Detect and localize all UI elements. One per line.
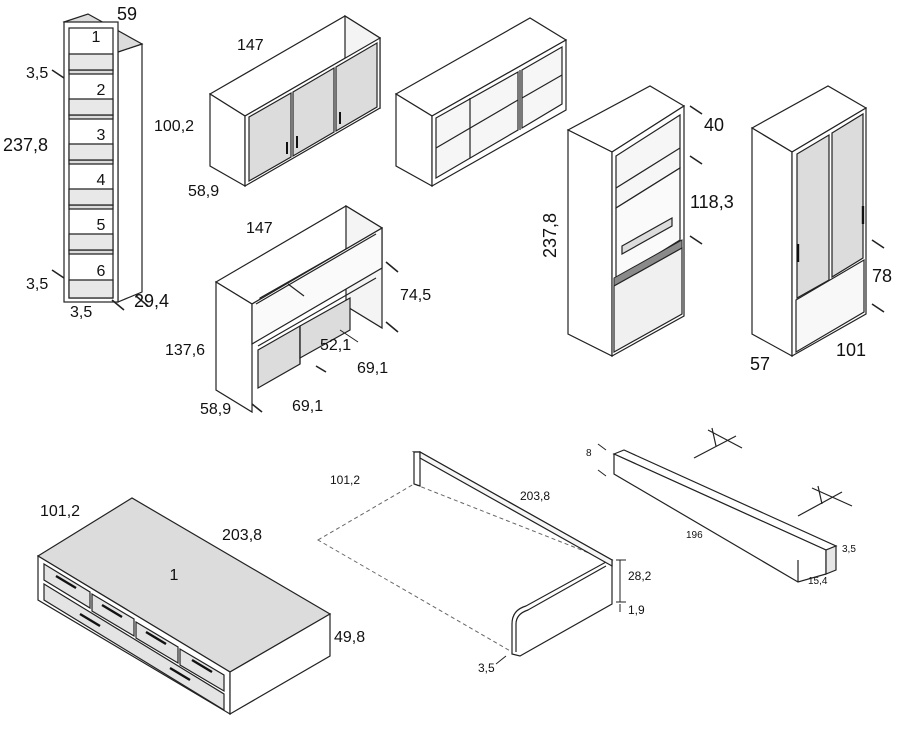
desk-dim-c-label: 69,1	[357, 360, 388, 377]
desk-dim-d-label: 69,1	[292, 398, 323, 415]
wall-cabinet-height-label: 100,2	[154, 118, 194, 135]
bed-frame-drawing: 101,2 203,8 28,2 1,9 3,5	[317, 450, 652, 675]
shelf-bracket-bottom	[797, 485, 853, 517]
bed-base-drawing: 1 101,2 203,8 49,8	[36, 497, 365, 716]
wardrobe-base-height-label: 78	[872, 266, 892, 286]
desk-drawing: 147 137,6 58,9 74,5 52,1 69,1 69,1	[165, 204, 431, 418]
shelf-label-4: 4	[97, 172, 106, 189]
bookcase-gap-bottom-label: 3,5	[26, 276, 48, 293]
bed-frame-height-label: 28,2	[628, 569, 652, 583]
tall-unit-height-label: 237,8	[540, 213, 560, 258]
bed-base-height-label: 49,8	[334, 629, 365, 646]
bookcase-shelves	[68, 53, 114, 299]
shelf-label-1: 1	[92, 29, 101, 46]
shelf-height-label: 8	[586, 448, 592, 459]
bed-frame-thickness-label: 1,9	[628, 603, 645, 617]
bed-base-length-label: 203,8	[222, 527, 262, 544]
wall-cabinet-drawing: 147 100,2 58,9	[154, 14, 382, 200]
bookcase-height-label: 237,8	[3, 135, 48, 155]
shelf-label-5: 5	[97, 217, 106, 234]
desk-height-label: 137,6	[165, 342, 205, 359]
bed-base-number-label: 1	[170, 567, 179, 584]
shelf-depth-label: 15,4	[808, 576, 828, 587]
bookcase-depth-label: 29,4	[134, 291, 169, 311]
shelf-lip-label: 3,5	[842, 544, 856, 555]
desk-width-label: 147	[246, 220, 273, 237]
bookcase-gap-base-label: 3,5	[70, 304, 92, 321]
shelf-label-6: 6	[97, 263, 106, 280]
wardrobe-drawing: 57 101 78	[750, 85, 892, 374]
desk-dim-a-label: 74,5	[400, 287, 431, 304]
bookcase-width-label: 59	[117, 4, 137, 24]
shelf-length-label: 196	[686, 530, 703, 541]
bookcase-drawing: 1 2 3 4 5 6 59 3,5 237,8 3,5 3,5 29,4	[3, 4, 169, 321]
shelf-bracket-top	[693, 427, 743, 459]
desk-dim-b-label: 52,1	[320, 337, 351, 354]
tall-unit-drawing: 237,8 40 118,3	[540, 85, 734, 358]
wardrobe-depth-label: 57	[750, 354, 770, 374]
bed-frame-width-label: 101,2	[330, 473, 360, 487]
wall-cabinet-width-label: 147	[237, 37, 264, 54]
open-shelf-unit-drawing	[394, 17, 568, 188]
bed-frame-length-label: 203,8	[520, 489, 550, 503]
bookcase-gap-top-label: 3,5	[26, 65, 48, 82]
wall-cabinet-depth-label: 58,9	[188, 183, 219, 200]
bed-base-width-label: 101,2	[40, 503, 80, 520]
shelf-label-2: 2	[97, 82, 106, 99]
desk-depth-label: 58,9	[200, 401, 231, 418]
tall-unit-mid-label: 118,3	[690, 192, 734, 212]
tall-unit-top-label: 40	[704, 115, 724, 135]
wardrobe-width-label: 101	[836, 340, 866, 360]
bed-frame-edge-label: 3,5	[478, 661, 495, 675]
shelf-label-3: 3	[97, 127, 106, 144]
wall-shelf-drawing: 8 196 3,5 15,4	[586, 427, 856, 587]
